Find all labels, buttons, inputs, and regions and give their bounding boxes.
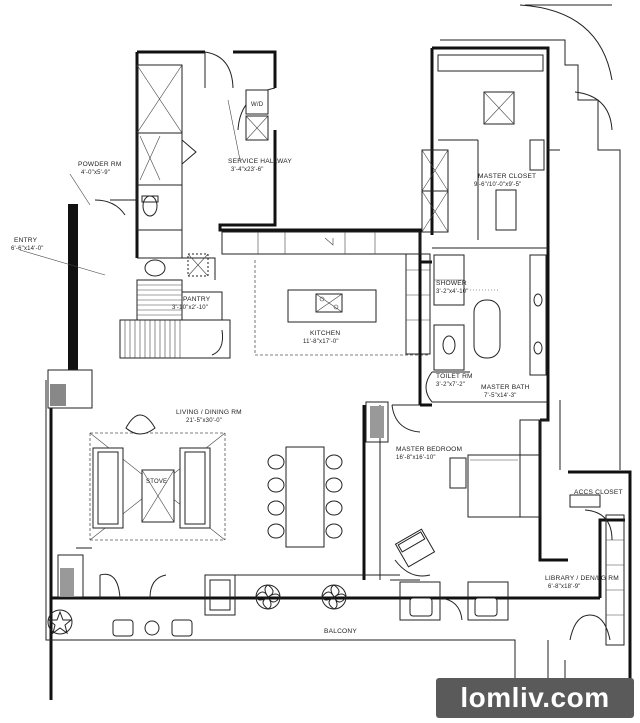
- master-bedroom: [390, 419, 541, 581]
- entry-name: ENTRY: [14, 237, 38, 244]
- living-dining-name: LIVING / DINING RM: [176, 409, 242, 416]
- entry-column: [47, 369, 93, 409]
- leader-service: [227, 99, 241, 161]
- library-dims: 6'-8"x18'-9": [548, 584, 581, 590]
- master-closet: [421, 54, 560, 240]
- stairs: [119, 257, 231, 359]
- wd-label: W/D: [251, 102, 264, 108]
- watermark: lomliv.com: [436, 678, 634, 718]
- master-closet-dims: 9'-6"/10'-0"x9'-5": [474, 182, 521, 188]
- door-swing-top: [204, 51, 234, 89]
- toilet-rm-dims: 3'-2"x7'-2": [436, 382, 465, 388]
- powder-core: [94, 64, 197, 258]
- living-room-furniture: [89, 414, 226, 541]
- entry-wall: [68, 204, 78, 394]
- shower-dims: 3'-2"x4'-10": [436, 289, 469, 295]
- terrace-outline: [45, 4, 621, 700]
- accs-closet-name: ACCS CLOSET: [574, 489, 623, 496]
- balcony-furniture: [47, 584, 498, 637]
- stove-label: STOVE: [146, 479, 167, 485]
- toilet-rm-name: TOILET RM: [436, 373, 473, 380]
- master-bedroom-name: MASTER BEDROOM: [396, 446, 462, 453]
- kitchen-dims: 11'-8"x17'-0": [303, 339, 339, 345]
- living-dining-dims: 21'-5"x30'-0": [186, 418, 222, 424]
- powder-room-name: POWDER RM: [78, 161, 122, 168]
- service-hallway-name: SERVICE HALLWAY: [228, 158, 292, 165]
- kitchen: [221, 231, 431, 356]
- room-labels: POWDER RM 4'-0"x5'-9" ENTRY 6'-6"x14'-0"…: [11, 158, 623, 635]
- master-closet-name: MASTER CLOSET: [478, 173, 536, 180]
- master-bedroom-dims: 16'-8"x16'-10": [396, 455, 436, 461]
- partitions: [362, 262, 548, 580]
- entry-dims: 6'-6"x14'-0": [11, 246, 44, 252]
- pantry: [181, 253, 223, 356]
- master-bath: [425, 247, 548, 403]
- service-hallway-dims: 3'-4"x23'-6": [231, 167, 264, 173]
- shower-name: SHOWER: [436, 280, 467, 287]
- kitchen-name: KITCHEN: [310, 330, 340, 337]
- dining-table: [267, 446, 343, 548]
- pantry-name: PANTRY: [183, 296, 211, 303]
- master-bath-dims: 7'-5"x14'-3": [484, 393, 517, 399]
- leader-entry: [19, 249, 106, 276]
- leader-powder: [69, 173, 91, 206]
- master-bath-name: MASTER BATH: [481, 384, 530, 391]
- washer-dryer: W/D: [245, 89, 269, 141]
- living-bottom: [57, 547, 509, 621]
- kitchen-island: [287, 289, 377, 323]
- library-name: LIBRARY / DEN/LG RM: [545, 575, 619, 582]
- balcony-name: BALCONY: [324, 628, 357, 635]
- powder-room-dims: 4'-0"x5'-9": [81, 170, 110, 176]
- pantry-dims: 3'-10"x2'-10": [172, 305, 208, 311]
